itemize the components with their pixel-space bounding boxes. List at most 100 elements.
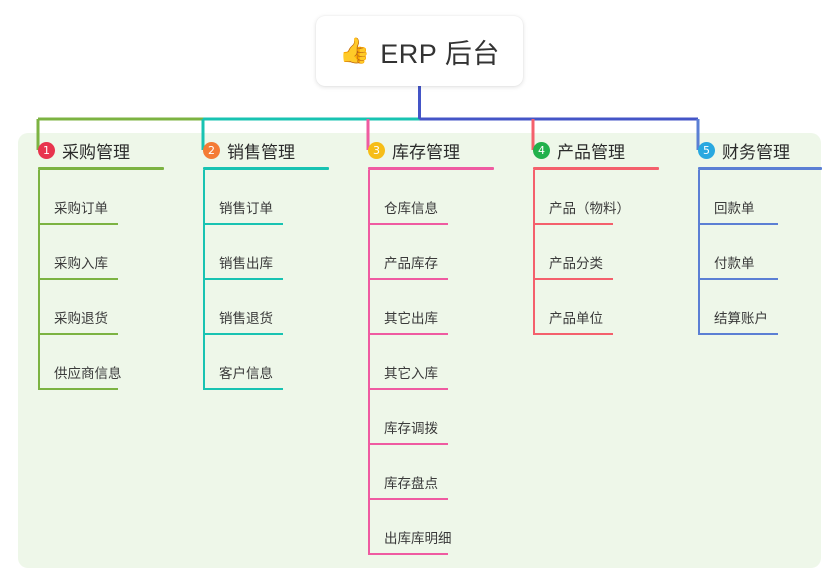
- leaf-item[interactable]: 回款单: [698, 170, 839, 225]
- leaf-item-label: 产品库存: [384, 256, 438, 271]
- leaf-item[interactable]: 客户信息: [203, 335, 348, 390]
- leaf-item[interactable]: 销售订单: [203, 170, 348, 225]
- branch-rule-5: [698, 167, 822, 170]
- branch-title-2: 销售管理: [227, 142, 295, 162]
- branch-column-2: 2 销售管理销售订单销售出库销售退货客户信息: [183, 133, 348, 390]
- leaf-item[interactable]: 采购订单: [38, 170, 183, 225]
- branch-spine-5: [698, 170, 700, 335]
- thumbs-up-icon: 👍: [339, 36, 371, 65]
- leaf-item-rule: [698, 278, 778, 280]
- leaf-item-rule: [368, 443, 448, 445]
- branch-column-1: 1 采购管理采购订单采购入库采购退货供应商信息: [18, 133, 183, 390]
- branch-badge-3: 3: [368, 141, 385, 159]
- branch-title-1: 采购管理: [62, 142, 130, 162]
- leaf-item[interactable]: 库存盘点: [368, 445, 513, 500]
- branch-badge-5: 5: [698, 141, 715, 159]
- leaf-item[interactable]: 产品库存: [368, 225, 513, 280]
- branch-header-3[interactable]: 3 库存管理: [348, 133, 513, 167]
- leaf-item[interactable]: 其它出库: [368, 280, 513, 335]
- leaf-item-rule: [533, 278, 613, 280]
- branch-rule-3: [368, 167, 494, 170]
- leaf-item-label: 产品（物料）: [549, 201, 630, 216]
- branch-spine-1: [38, 170, 40, 390]
- leaf-item-label: 产品分类: [549, 256, 603, 271]
- leaf-item-rule: [533, 333, 613, 335]
- branch-items-4: 产品（物料） 产品分类产品单位: [533, 170, 678, 335]
- branch-spine-2: [203, 170, 205, 390]
- branch-spine-3: [368, 170, 370, 555]
- leaf-item-label: 其它出库: [384, 311, 438, 326]
- branch-badge-1: 1: [38, 141, 55, 159]
- leaf-item-label: 采购订单: [54, 201, 108, 216]
- leaf-item-rule: [38, 223, 118, 225]
- leaf-item-label: 供应商信息: [54, 366, 122, 381]
- branch-column-3: 3 库存管理仓库信息产品库存其它出库其它入库库存调拨库存盘点出库库明细: [348, 133, 513, 555]
- leaf-item[interactable]: 仓库信息: [368, 170, 513, 225]
- branch-rule-1: [38, 167, 164, 170]
- branch-header-2[interactable]: 2 销售管理: [183, 133, 348, 167]
- leaf-item-label: 产品单位: [549, 311, 603, 326]
- leaf-item-label: 库存盘点: [384, 476, 438, 491]
- leaf-item-rule: [698, 223, 778, 225]
- leaf-item[interactable]: 出库库明细: [368, 500, 513, 555]
- leaf-item-rule: [38, 278, 118, 280]
- leaf-item-rule: [203, 278, 283, 280]
- leaf-item[interactable]: 采购退货: [38, 280, 183, 335]
- leaf-item-label: 仓库信息: [384, 201, 438, 216]
- leaf-item[interactable]: 销售出库: [203, 225, 348, 280]
- diagram-background-panel: [18, 133, 821, 568]
- leaf-item-label: 采购入库: [54, 256, 108, 271]
- leaf-item[interactable]: 产品分类: [533, 225, 678, 280]
- leaf-item-rule: [203, 388, 283, 390]
- leaf-item[interactable]: 其它入库: [368, 335, 513, 390]
- leaf-item-label: 付款单: [714, 256, 755, 271]
- leaf-item[interactable]: 结算账户: [698, 280, 839, 335]
- leaf-item[interactable]: 产品（物料）: [533, 170, 678, 225]
- leaf-item[interactable]: 采购入库: [38, 225, 183, 280]
- branch-columns: 1 采购管理采购订单采购入库采购退货供应商信息 2 销售管理销售订单销售出库销售退货客…: [0, 133, 839, 568]
- branch-column-5: 5 财务管理回款单付款单结算账户: [678, 133, 839, 335]
- leaf-item-rule: [698, 333, 778, 335]
- leaf-item-label: 库存调拨: [384, 421, 438, 436]
- leaf-item-label: 其它入库: [384, 366, 438, 381]
- branch-rule-4: [533, 167, 659, 170]
- leaf-item-rule: [203, 333, 283, 335]
- leaf-item-rule: [368, 278, 448, 280]
- leaf-item-label: 结算账户: [714, 311, 768, 326]
- branch-badge-4: 4: [533, 141, 550, 159]
- leaf-item[interactable]: 销售退货: [203, 280, 348, 335]
- leaf-item[interactable]: 付款单: [698, 225, 839, 280]
- root-node[interactable]: 👍 ERP 后台: [316, 16, 523, 86]
- leaf-item-label: 回款单: [714, 201, 755, 216]
- leaf-item[interactable]: 产品单位: [533, 280, 678, 335]
- leaf-item-label: 销售退货: [219, 311, 273, 326]
- leaf-item-label: 采购退货: [54, 311, 108, 326]
- leaf-item-rule: [368, 553, 448, 555]
- leaf-item-rule: [203, 223, 283, 225]
- branch-title-5: 财务管理: [722, 142, 790, 162]
- leaf-item-rule: [38, 388, 118, 390]
- leaf-item[interactable]: 库存调拨: [368, 390, 513, 445]
- leaf-item-rule: [368, 498, 448, 500]
- leaf-item-rule: [368, 388, 448, 390]
- branch-header-5[interactable]: 5 财务管理: [678, 133, 839, 167]
- root-node-title: ERP 后台: [380, 38, 500, 69]
- leaf-item-rule: [38, 333, 118, 335]
- leaf-item-rule: [368, 333, 448, 335]
- branch-items-2: 销售订单销售出库销售退货客户信息: [203, 170, 348, 390]
- branch-items-3: 仓库信息产品库存其它出库其它入库库存调拨库存盘点出库库明细: [368, 170, 513, 555]
- leaf-item-rule: [533, 223, 613, 225]
- leaf-item[interactable]: 供应商信息: [38, 335, 183, 390]
- leaf-item-label: 客户信息: [219, 366, 273, 381]
- branch-rule-2: [203, 167, 329, 170]
- branch-header-1[interactable]: 1 采购管理: [18, 133, 183, 167]
- branch-spine-4: [533, 170, 535, 335]
- leaf-item-rule: [368, 223, 448, 225]
- branch-items-5: 回款单付款单结算账户: [698, 170, 839, 335]
- branch-title-3: 库存管理: [392, 142, 460, 162]
- branch-badge-2: 2: [203, 141, 220, 159]
- leaf-item-label: 销售订单: [219, 201, 273, 216]
- leaf-item-label: 出库库明细: [384, 531, 452, 546]
